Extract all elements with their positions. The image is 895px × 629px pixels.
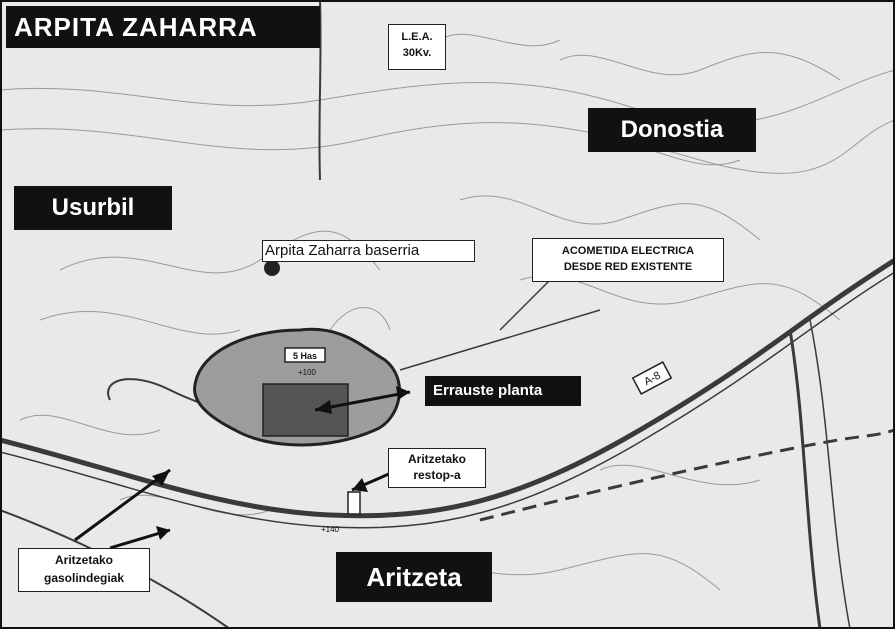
highway-tag [631, 361, 673, 395]
gas-line-1: Aritzetako [54, 553, 113, 567]
area-label: 5 Has [293, 351, 317, 361]
baserria-marker[interactable] [264, 260, 280, 276]
elevation-plant: +100 [298, 368, 317, 377]
elevation-restop: +140 [321, 525, 340, 534]
restop-line-2: restop-a [413, 468, 461, 482]
acometida-box: ACOMETIDA ELECTRICA DESDE RED EXISTENTE [532, 238, 724, 282]
plant-building[interactable] [262, 383, 349, 437]
powerline-line-2: 30Kv. [402, 47, 432, 59]
label-gasolindegiak[interactable]: Aritzetako gasolindegiak [18, 548, 150, 592]
label-restop[interactable]: Aritzetako restop-a [388, 448, 486, 488]
area-box [284, 347, 326, 363]
place-donostia[interactable]: Donostia [588, 108, 756, 152]
gas-line-2: gasolindegiak [43, 571, 125, 585]
acometida-line-1: ACOMETIDA ELECTRICA [561, 245, 695, 257]
acometida-line-2: DESDE RED EXISTENTE [563, 261, 693, 273]
place-aritzeta[interactable]: Aritzeta [336, 552, 492, 602]
restop-line-1: Aritzetako [407, 452, 466, 466]
powerline-line-1: L.E.A. [401, 31, 433, 43]
powerline-box: L.E.A. 30Kv. [388, 24, 446, 70]
label-plant[interactable]: Errauste planta [425, 376, 581, 406]
annotation-arrows [74, 386, 411, 550]
place-usurbil[interactable]: Usurbil [14, 186, 172, 230]
restop-building [347, 491, 361, 515]
map-title: ARPITA ZAHARRA [6, 6, 320, 48]
label-baserria[interactable]: Arpita Zaharra baserria [262, 240, 475, 262]
